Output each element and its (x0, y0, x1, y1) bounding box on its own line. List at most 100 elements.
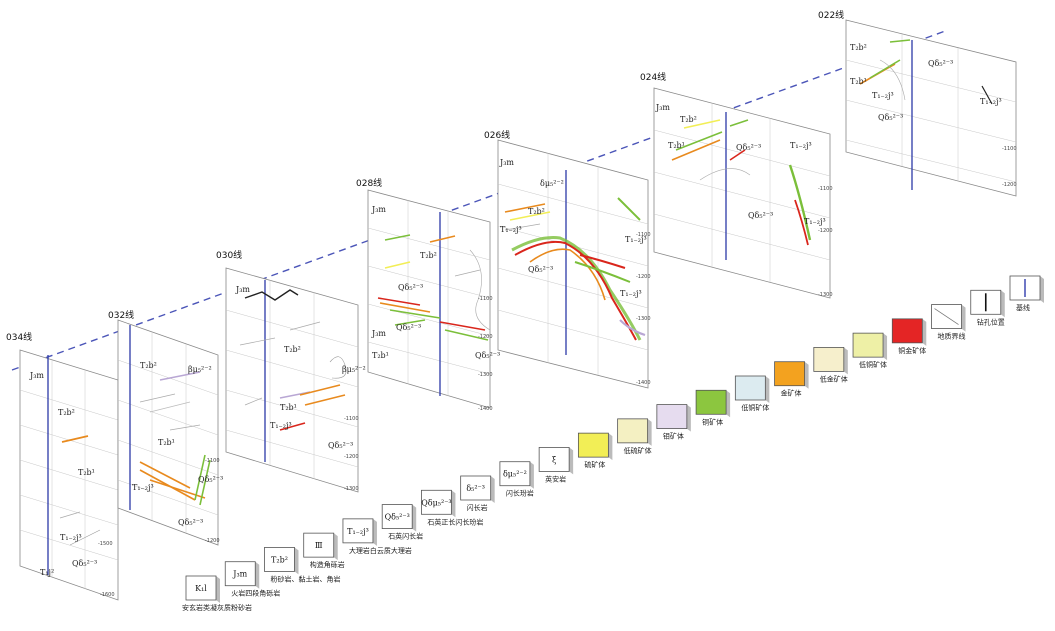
section-024: 024线 J₃m T₂b² T₂b¹ Qδ₅²⁻³ Qδ₅²⁻³ T₁₋₂j³ … (640, 71, 833, 299)
legend-swatch-side (608, 433, 613, 461)
legend-label: 低硫矿体 (624, 446, 652, 455)
section-label: 032线 (108, 309, 134, 321)
legend-item: 钼矿体 (656, 404, 691, 441)
legend-symbol: ξ (552, 455, 557, 464)
unit-label: Qδ₅²⁻³ (178, 518, 203, 527)
legend-label: 钼矿体 (663, 432, 684, 441)
legend-swatch-side (804, 361, 809, 389)
unit-label: T₂b¹ (158, 438, 175, 447)
legend-swatch (695, 389, 727, 415)
legend-symbol: δμ₅²⁻² (503, 470, 527, 479)
elevation-tick: -1200 (1002, 182, 1017, 188)
unit-label: T₁₋₂j³ (980, 97, 1002, 106)
unit-label: Qδ₅²⁻³ (396, 323, 421, 332)
legend-swatch (774, 361, 805, 387)
legend-symbol: δ₅²⁻³ (466, 484, 485, 493)
legend-swatch (381, 504, 413, 529)
elevation-tick: -1600 (100, 592, 115, 598)
legend-swatch-side (961, 304, 966, 332)
legend-label: 钻孔位置 (977, 317, 1005, 326)
unit-label: T₁₋₂j³ (270, 421, 292, 430)
legend-item: 低金矿体 (813, 347, 848, 383)
elevation-tick: -1400 (478, 406, 493, 412)
elevation-tick: -1100 (344, 416, 359, 422)
legend-swatch-side (765, 376, 770, 403)
legend-item: Qδμ₅²⁻³ 石英正长闪长玢岩 (421, 489, 483, 526)
legend-swatch-side (647, 418, 652, 446)
legend-swatch-side (686, 404, 691, 432)
legend-label: 金矿体 (781, 389, 802, 398)
elevation-tick: -1400 (636, 380, 651, 386)
legend-swatch-side (294, 547, 299, 575)
unit-label: T₂b¹ (372, 351, 389, 360)
unit-label: J₃m (499, 158, 514, 167)
unit-label: J₃m (371, 329, 386, 338)
unit-label: T₁₋₂j³ (625, 235, 647, 244)
unit-label: Qδ₅²⁻³ (748, 211, 773, 220)
legend-label: 石英闪长岩 (388, 532, 423, 541)
legend-symbol: Qδμ₅²⁻³ (421, 498, 451, 507)
legend-label: 低金矿体 (820, 374, 848, 383)
legend-swatch-side (490, 476, 495, 503)
legend-swatch-side (333, 533, 338, 561)
legend: K₁l安玄岩类凝灰质粉砂岩J₃m火岩四段角砾岩T₂b²粉砂岩、黏土岩、角岩Ⅲ构造… (182, 275, 1044, 612)
legend-swatch (617, 418, 649, 444)
legend-label: 闪长岩 (467, 503, 488, 512)
section-label: 026线 (484, 129, 510, 141)
legend-item: 地质界线 (931, 304, 966, 341)
unit-label: T₂b¹ (78, 468, 95, 477)
unit-label: Qδ₅²⁻³ (475, 351, 500, 360)
section-label: 034线 (6, 331, 32, 343)
legend-swatch-side (569, 447, 574, 475)
elevation-tick: -1100 (818, 186, 833, 192)
section-030: 030线 J₃m T₂b² βμ₅²⁻² T₂b¹ T₁₋₂j³ Qδ₅²⁻³ … (216, 249, 366, 493)
legend-item: 铜金矿体 (891, 318, 927, 355)
unit-label: T₂b² (850, 43, 867, 52)
unit-label: T₂b¹ (668, 141, 685, 150)
legend-label: 构造角砾岩 (310, 560, 345, 569)
unit-label: Qδ₅²⁻³ (72, 559, 97, 568)
legend-swatch (577, 432, 609, 458)
legend-label: 地质界线 (938, 332, 966, 341)
legend-label: 大理岩白云质大理岩 (349, 546, 412, 555)
legend-label: 石英正长闪长玢岩 (427, 517, 483, 526)
legend-item: 低硫矿体 (617, 418, 652, 455)
legend-label: 英安岩 (545, 474, 566, 483)
unit-label: Qδ₅²⁻³ (878, 113, 903, 122)
legend-swatch (891, 318, 923, 344)
elevation-tick: -1100 (636, 232, 651, 238)
boundary-line-icon (934, 308, 959, 325)
elevation-tick: -1500 (98, 541, 113, 547)
elevation-tick: -1100 (205, 458, 220, 464)
unit-label: T₁₋₂j³ (872, 91, 894, 100)
legend-swatch (813, 347, 845, 372)
legend-swatch (421, 489, 452, 515)
unit-label: J₃m (371, 205, 386, 214)
elevation-tick: -1300 (478, 372, 493, 378)
section-032: 032线 T₂b² βμ₅²⁻² T₂b¹ T₁₋₂j³ Qδ₅²⁻³ Qδ₅²… (108, 309, 223, 546)
unit-label: Qδ₅²⁻³ (528, 265, 553, 274)
legend-symbol: Qδ₅²⁻³ (385, 513, 410, 522)
legend-item: 低铜矿体 (852, 332, 888, 369)
legend-swatch-side (451, 490, 456, 518)
unit-label: J₃m (235, 285, 250, 294)
legend-label: 铜矿体 (702, 417, 723, 426)
legend-label: 基线 (1016, 303, 1030, 312)
section-028: 028线 J₃m T₂b² Qδ₅²⁻³ J₃m T₂b¹ Qδ₅²⁻³ Qδ₅… (356, 177, 500, 412)
legend-item: δ₅²⁻³ 闪长岩 (460, 475, 495, 512)
legend-swatch (852, 332, 884, 358)
unit-label: Qδ₅²⁻³ (398, 283, 423, 292)
unit-label: Qδ₅²⁻³ (198, 475, 223, 484)
section-label: 022线 (818, 9, 844, 21)
elevation-tick: -1200 (818, 228, 833, 234)
legend-swatch-side (726, 390, 731, 418)
unit-label: T₂b² (140, 361, 157, 370)
unit-label: T₁₋₂j³ (500, 225, 522, 234)
unit-label: T₂b² (528, 207, 545, 216)
